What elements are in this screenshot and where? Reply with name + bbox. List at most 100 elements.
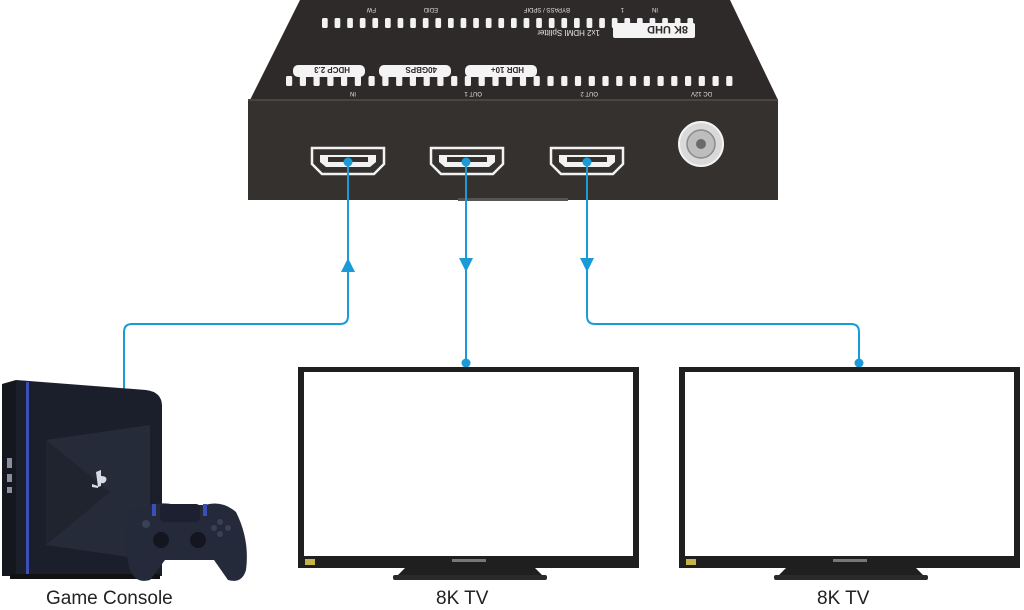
top-label-in: IN [652, 6, 658, 12]
vent-slot [448, 18, 454, 28]
vent-slot [548, 18, 555, 28]
vent-slot [473, 18, 479, 28]
vent-slot [574, 18, 580, 28]
vent-slot [286, 76, 293, 86]
port-label-out2: OUT 2 [580, 90, 598, 96]
vent-slot [347, 18, 353, 28]
cable-dot-tv1 [461, 358, 471, 368]
tv-1 [298, 367, 639, 580]
vent-slot [322, 18, 328, 28]
arrow-down-out2 [580, 258, 594, 272]
console-logo-icon [92, 470, 107, 488]
vent-slot [712, 76, 719, 86]
vent-slot [359, 18, 366, 28]
vent-slot [588, 76, 595, 86]
vent-slot [372, 18, 379, 28]
port-label-row: IN OUT 1 OUT 2 DC 12V [350, 90, 712, 96]
vent-slot [464, 76, 471, 86]
tv-2-indicator [686, 559, 696, 565]
vent-slot [698, 76, 705, 86]
vent-slot [396, 76, 403, 86]
console-port-2 [7, 474, 12, 482]
tv-1-screen [304, 372, 633, 556]
vent-slot [451, 76, 458, 86]
tv-2-logo [833, 559, 867, 562]
vent-slot [616, 76, 623, 86]
hdmi-splitter-device: FW EDID BYPASS / SPDIF 1 IN 8K UHD 1x2 H… [248, 0, 778, 201]
game-console [2, 380, 247, 581]
cable-dot-out2 [582, 157, 592, 167]
vent-slot [506, 76, 513, 86]
cable-dot-in [343, 157, 353, 167]
tv-1-indicator [305, 559, 315, 565]
vent-slot [334, 18, 341, 28]
vent-slot [485, 18, 492, 28]
vent-slot [498, 18, 505, 28]
caption-tv-1: 8K TV [436, 588, 489, 609]
vent-slot [437, 76, 444, 86]
tv-2-screen [685, 372, 1014, 556]
vent-slot [435, 18, 442, 28]
model-badge: 8K UHD [613, 23, 695, 38]
vent-slot [599, 18, 605, 28]
cable-dot-out1 [461, 157, 471, 167]
port-label-out1: OUT 1 [464, 90, 482, 96]
vent-slot [299, 76, 306, 86]
cable-output-2 [586, 162, 860, 363]
vent-slot [685, 76, 692, 86]
vent-slot [313, 76, 320, 86]
caption-game-console: Game Console [46, 588, 173, 609]
splitter-foot [458, 198, 568, 201]
vent-slot [726, 76, 733, 86]
top-label-fw: FW [366, 6, 376, 12]
vent-slot [368, 76, 375, 86]
feature-badge-hdr-text: HDR 10+ [491, 65, 524, 74]
vent-slot [643, 76, 650, 86]
feature-badge-hdcp-text: HDCP 2.3 [314, 65, 350, 74]
vent-slot [547, 76, 554, 86]
vent-slot [397, 18, 404, 28]
port-label-in: IN [350, 90, 356, 96]
console-base [10, 574, 160, 579]
vent-slot [382, 76, 389, 86]
console-port-3 [7, 487, 12, 493]
cable-input [123, 162, 349, 401]
vent-slot [561, 76, 568, 86]
vent-slot [602, 76, 609, 86]
vent-slot [657, 76, 664, 86]
vent-slot [671, 76, 678, 86]
feature-badge-bandwidth: 40GBPS [379, 65, 451, 77]
vent-slot [629, 76, 637, 86]
vent-slot [341, 76, 348, 86]
feature-badge-hdr: HDR 10+ [465, 65, 537, 77]
bottom-vent-row [286, 76, 733, 86]
vent-slot [561, 18, 568, 28]
model-badge-text: 8K UHD [647, 23, 688, 35]
tv-1-logo [452, 559, 486, 562]
vent-slot [586, 18, 593, 28]
feature-badge-bandwidth-text: 40GBPS [405, 65, 437, 74]
vent-slot [478, 76, 485, 86]
feature-badge-hdcp: HDCP 2.3 [293, 65, 365, 77]
vent-slot [511, 18, 517, 28]
vent-slot [354, 76, 361, 86]
vent-slot [460, 18, 467, 28]
vent-slot [574, 76, 582, 86]
vent-slot [423, 76, 430, 86]
vent-slot [492, 76, 499, 86]
vent-slot [327, 76, 334, 86]
dc-power-jack [678, 121, 724, 167]
console-port-1 [7, 458, 12, 468]
vent-slot [410, 18, 416, 28]
tv-2 [679, 367, 1020, 580]
vent-slot [536, 18, 542, 28]
vent-slot [385, 18, 391, 28]
top-label-bypass: BYPASS / SPDIF [523, 6, 570, 12]
model-name: 1x2 HDMI Splitter [537, 28, 600, 37]
port-label-dc: DC 12V [691, 90, 712, 96]
vent-slot [533, 76, 540, 86]
vent-slot [523, 18, 530, 28]
console-accent-stripe [26, 382, 29, 576]
vent-slot [422, 18, 429, 28]
